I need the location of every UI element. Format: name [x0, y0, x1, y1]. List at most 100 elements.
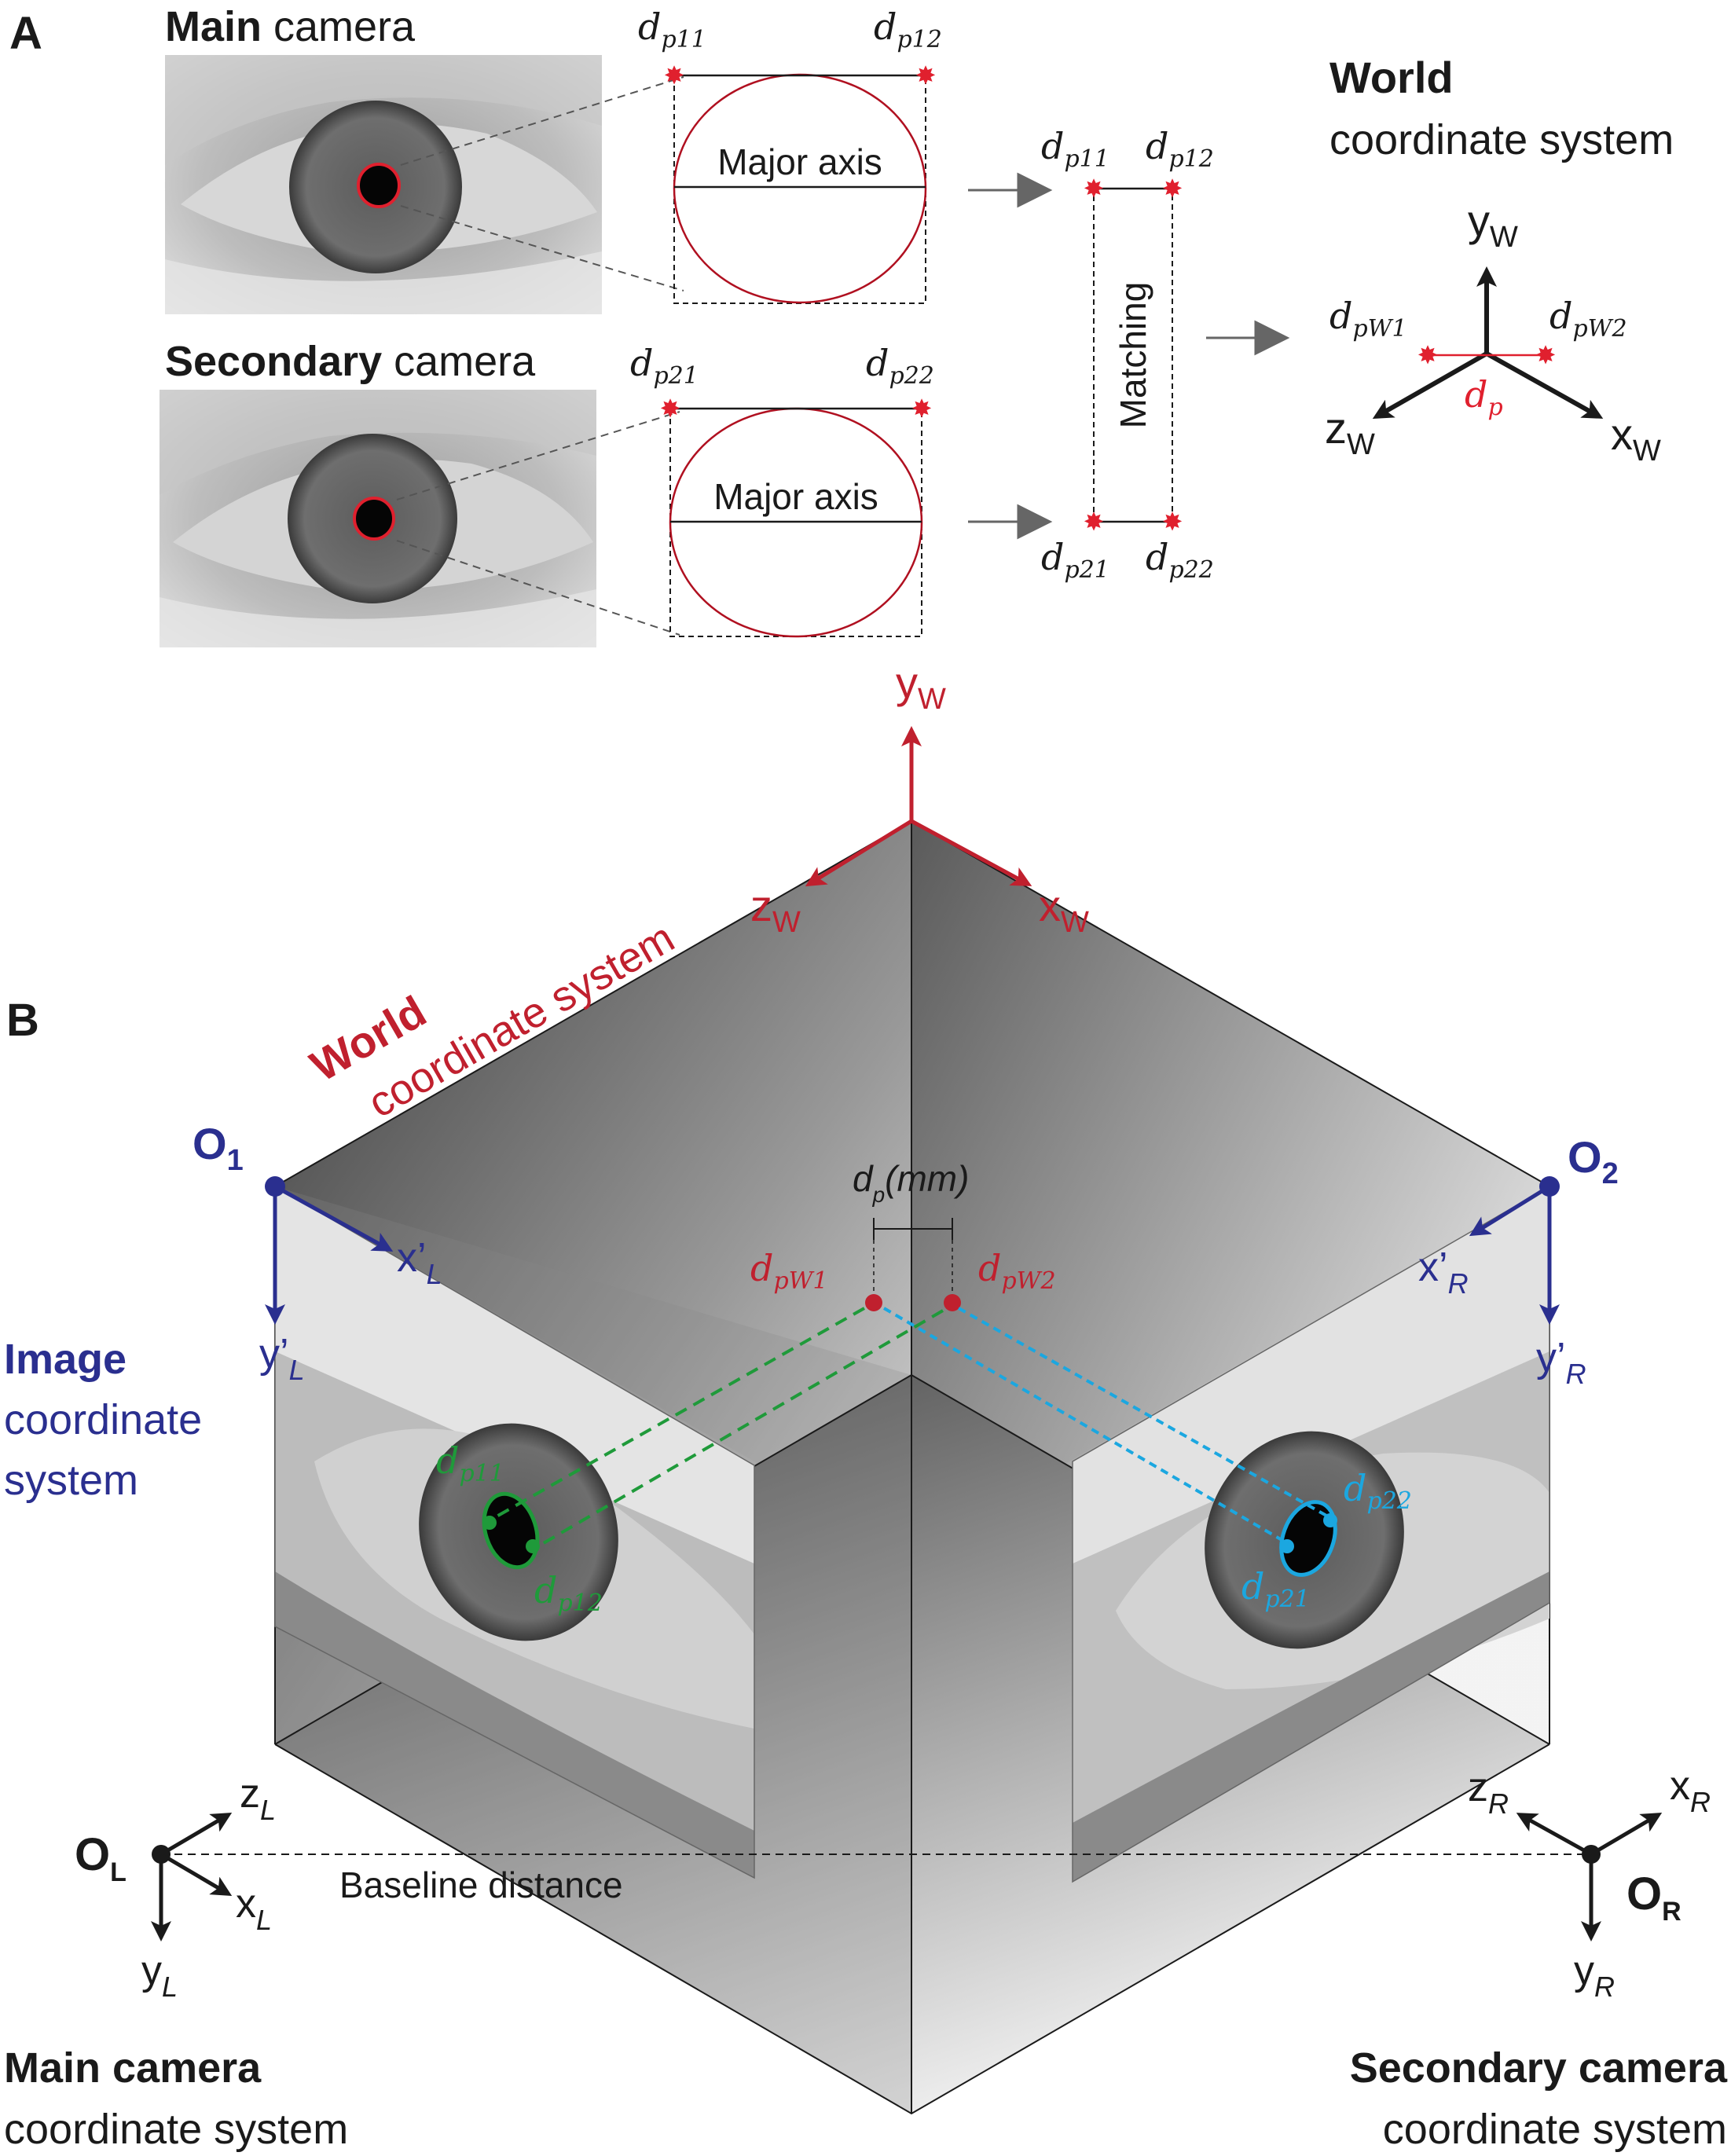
- axis-xw-b: xW: [1039, 881, 1089, 939]
- axis-yw-a-sub: W: [1490, 221, 1518, 254]
- axis-zw-a-main: z: [1325, 403, 1347, 453]
- label-dp11-main: dp11: [638, 6, 706, 53]
- baseline-label: Baseline distance: [339, 1864, 623, 1905]
- star-dpw1-a: ✸: [1417, 341, 1439, 369]
- secondary-pupil: [353, 497, 395, 541]
- ol-label: OL: [75, 1829, 127, 1887]
- dp-mm-label-sub: p: [872, 1182, 886, 1207]
- label-dp22-secondary-sub: p22: [889, 362, 933, 390]
- label-dp11-b-d: d: [436, 1439, 459, 1482]
- world-cs-panel-a: World coordinate system ✸ ✸ dpW1 dpW2 dp…: [1325, 53, 1674, 468]
- xl-prime-label: x’L: [397, 1235, 442, 1290]
- xr-prime-main: x’: [1418, 1245, 1448, 1290]
- secondary-camera-eye-image: [160, 390, 596, 647]
- label-dp22-b-d: d: [1344, 1467, 1366, 1509]
- or-axes: OR zR xR yR: [1468, 1763, 1711, 2003]
- label-dpw2-a: dpW2: [1549, 295, 1627, 343]
- label-dp22-b: dp22: [1344, 1467, 1412, 1515]
- left-dp12-dot: [526, 1539, 540, 1553]
- or-point: [1582, 1845, 1601, 1864]
- star-match-12: ✸: [1162, 174, 1183, 203]
- label-dp21-b-d: d: [1241, 1565, 1264, 1608]
- yr-label-sub: R: [1594, 1971, 1615, 2003]
- o2-label-main: O: [1568, 1132, 1602, 1182]
- world-axes-b: yW zW xW: [750, 658, 1089, 939]
- o1-label: O1: [193, 1119, 244, 1177]
- axis-zw-b-main: z: [750, 881, 772, 930]
- label-match-dp12: dp12: [1146, 125, 1214, 173]
- main-camera-title: Main camera: [165, 3, 416, 50]
- label-dp22-secondary-d: d: [866, 342, 889, 384]
- zl-label: zL: [240, 1771, 276, 1826]
- label-dp12-b-d: d: [534, 1569, 557, 1612]
- world-dpw2-dot: [944, 1294, 961, 1311]
- main-cs-caption-rest: coordinate system: [4, 2106, 348, 2153]
- label-dpw1-a-d: d: [1329, 295, 1352, 337]
- ol-label-main: O: [75, 1829, 110, 1880]
- axis-xw-a: xW: [1611, 409, 1661, 468]
- secondary-cs-caption-bold: Secondary camera: [1350, 2044, 1728, 2092]
- axis-zw-b-sub: W: [772, 906, 801, 939]
- secondary-major-axis-label: Major axis: [713, 476, 878, 517]
- yl-prime-sub: L: [289, 1354, 305, 1386]
- label-dpw2-b-sub: pW2: [1001, 1267, 1055, 1295]
- label-dp12-main: dp12: [874, 6, 942, 53]
- main-cs-caption-bold: Main camera: [4, 2044, 262, 2092]
- secondary-major-axis-box: Major axis ✸ ✸ dp21 dp22: [630, 342, 934, 638]
- axis-xw-b-sub: W: [1061, 906, 1089, 939]
- star-dp12-main: ✸: [915, 61, 937, 90]
- panel-b-label: B: [6, 995, 39, 1046]
- xl-label-sub: L: [256, 1904, 272, 1936]
- axis-yw-b: yW: [896, 658, 946, 716]
- o1-label-sub: 1: [227, 1144, 244, 1177]
- main-camera-title-rest: camera: [262, 3, 416, 50]
- label-dp-a-sub: p: [1487, 394, 1502, 421]
- axis-zw-a-sub: W: [1347, 428, 1375, 461]
- label-match-dp21-sub: p21: [1064, 556, 1109, 584]
- secondary-camera-title-bold: Secondary: [165, 338, 382, 385]
- label-dpw1-a-sub: pW1: [1352, 315, 1406, 343]
- label-match-dp11-sub: p11: [1064, 145, 1109, 173]
- right-dp22-dot: [1323, 1513, 1337, 1527]
- main-camera-eye-image: [165, 55, 602, 314]
- axis-yw-b-sub: W: [918, 683, 946, 716]
- zl-label-main: z: [240, 1771, 260, 1817]
- xr-prime-sub: R: [1448, 1267, 1469, 1300]
- label-dpw2-a-sub: pW2: [1572, 315, 1626, 343]
- label-dpw2-b-d: d: [978, 1247, 1001, 1289]
- image-cs-line2: coordinate: [4, 1396, 202, 1443]
- dp-mm-label-unit: (mm): [885, 1158, 969, 1199]
- matching-label: Matching: [1113, 282, 1153, 429]
- matching-box: Matching ✸ ✸ ✸ ✸ dp11 dp12 dp21 dp22: [1041, 125, 1214, 584]
- world-dpw1-dot: [865, 1294, 882, 1311]
- secondary-camera-title-rest: camera: [382, 338, 536, 385]
- yl-label-main: y: [141, 1948, 162, 1993]
- left-image-plane: [274, 1185, 755, 1879]
- panel-a-label: A: [9, 8, 42, 59]
- label-dp-a-d: d: [1465, 373, 1487, 416]
- label-match-dp21-d: d: [1041, 536, 1064, 578]
- o1-point: [265, 1176, 285, 1197]
- axis-yw-a: yW: [1468, 196, 1518, 254]
- ol-label-sub: L: [110, 1857, 127, 1887]
- label-dp21-b: dp21: [1241, 1565, 1310, 1613]
- label-match-dp22: dp22: [1146, 536, 1214, 584]
- label-match-dp21: dp21: [1041, 536, 1109, 584]
- dp-mm-marker: dp(mm) dpW1 dpW2: [750, 1158, 1056, 1311]
- right-pupil: [1279, 1500, 1337, 1577]
- zr-label: zR: [1468, 1765, 1509, 1820]
- yl-label-sub: L: [162, 1971, 178, 2003]
- xr-prime-label: x’R: [1418, 1245, 1469, 1300]
- xr-label-main: x: [1670, 1763, 1690, 1809]
- ol-point: [152, 1845, 171, 1864]
- star-dp11-main: ✸: [664, 61, 685, 90]
- yl-prime-label: y’L: [259, 1331, 305, 1386]
- label-dp12-b: dp12: [534, 1569, 603, 1617]
- or-label-main: O: [1626, 1868, 1662, 1920]
- label-dp11-main-d: d: [638, 6, 661, 48]
- secondary-projection-lines: [396, 411, 680, 636]
- label-match-dp22-sub: p22: [1168, 556, 1213, 584]
- xl-prime-sub: L: [427, 1258, 442, 1290]
- label-dp12-main-d: d: [874, 6, 897, 48]
- dp-mm-label: dp(mm): [853, 1158, 969, 1207]
